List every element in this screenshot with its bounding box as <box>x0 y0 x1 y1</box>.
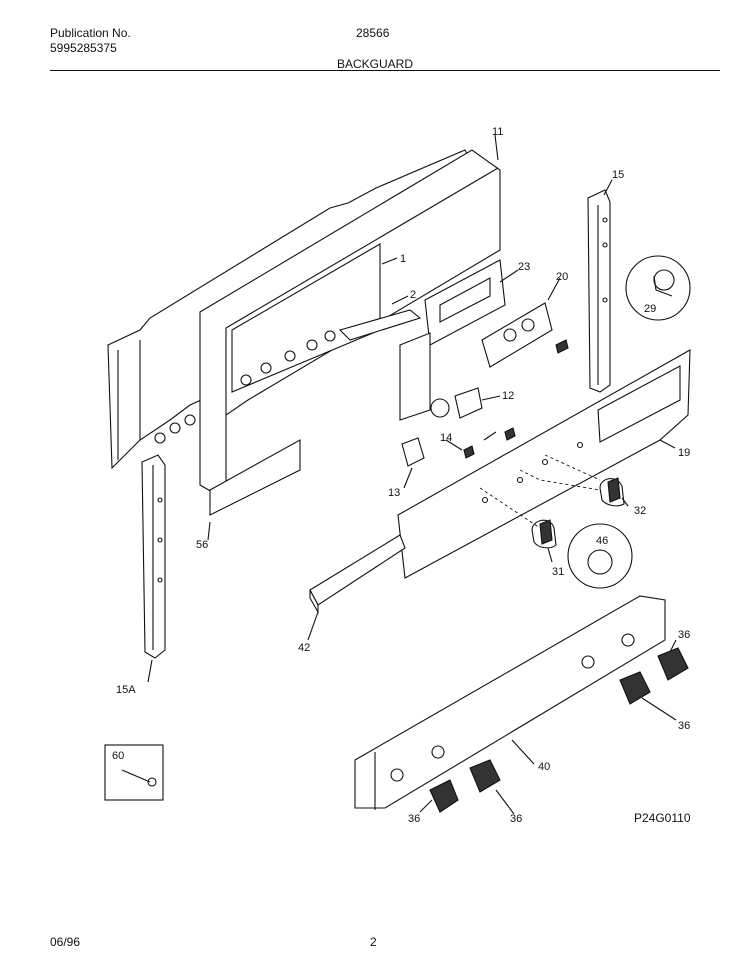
console-backing <box>399 332 431 421</box>
callout-29: 29 <box>644 303 656 315</box>
diagram-reference: P24G0110 <box>634 811 691 825</box>
model-number: 28566 <box>356 26 390 40</box>
side-bracket-right <box>587 189 611 393</box>
publication-label: Publication No. <box>50 26 131 40</box>
header-rule <box>50 70 720 71</box>
trim-strip <box>338 309 422 341</box>
callout-36-a: 36 <box>678 629 690 641</box>
callout-15a: 15A <box>116 684 136 696</box>
callout-13: 13 <box>388 487 400 499</box>
publication-number: 5995285375 <box>50 41 117 55</box>
callout-40: 40 <box>538 761 550 773</box>
screw-detail <box>104 744 164 801</box>
callout-56: 56 <box>196 539 208 551</box>
callout-12: 12 <box>502 390 514 402</box>
knob-36-d <box>657 647 689 681</box>
side-bracket-left <box>141 454 166 659</box>
callout-15: 15 <box>612 169 624 181</box>
callout-23: 23 <box>518 261 530 273</box>
callout-31: 31 <box>552 566 564 578</box>
detail-46 <box>567 523 633 589</box>
callout-36-d: 36 <box>510 813 522 825</box>
callout-42: 42 <box>298 642 310 654</box>
callout-36-c: 36 <box>408 813 420 825</box>
clock-timer <box>481 302 553 368</box>
knob-31 <box>531 519 557 549</box>
callout-60: 60 <box>112 750 124 762</box>
knob-36-a <box>429 779 459 813</box>
callout-36-b: 36 <box>678 720 690 732</box>
page-number: 2 <box>370 935 377 949</box>
rail <box>309 534 406 615</box>
footer-date: 06/96 <box>50 935 81 949</box>
thermostat <box>430 387 483 419</box>
knob-36-b <box>469 759 501 793</box>
callout-11: 11 <box>492 126 503 138</box>
callout-19: 19 <box>678 447 690 459</box>
callout-14: 14 <box>440 432 452 444</box>
section-title: BACKGUARD <box>337 57 414 71</box>
knob-36-c <box>619 671 651 705</box>
manifold-panel <box>354 595 666 810</box>
indicator-light <box>401 437 425 467</box>
control-panel <box>397 349 691 579</box>
callout-2: 2 <box>410 289 416 301</box>
switch <box>463 445 475 459</box>
detail-29 <box>625 255 691 321</box>
knob-32 <box>599 477 625 507</box>
callout-1: 1 <box>400 253 406 265</box>
callout-20: 20 <box>556 271 568 283</box>
backguard-frame <box>199 149 501 516</box>
callout-46: 46 <box>596 535 608 547</box>
callout-32: 32 <box>634 505 646 517</box>
